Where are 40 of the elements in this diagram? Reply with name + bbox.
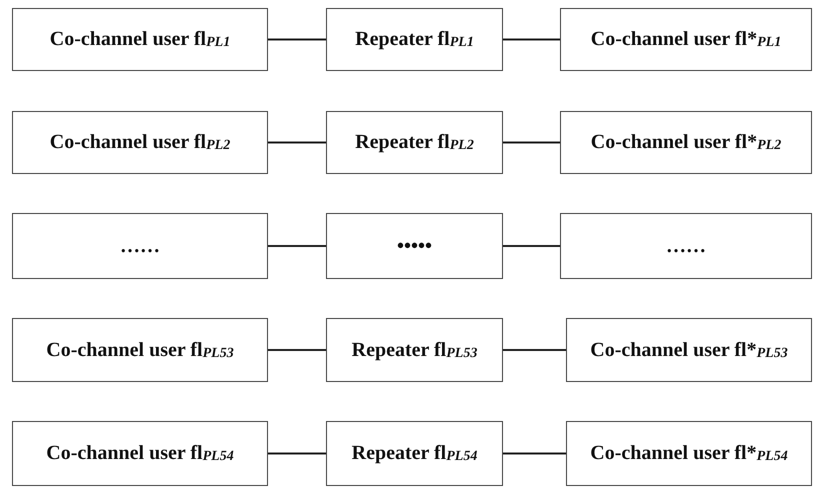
box-label: Co-channel user fl$_{PL53}$ — [46, 338, 234, 362]
connector-line — [268, 38, 326, 40]
box-label: Co-channel user fl$_{PL2}$ — [50, 131, 230, 154]
process-box — [560, 213, 812, 279]
box-label: Repeater fl$_{PL1}$ — [355, 28, 474, 51]
box-label: Co-channel user fl$_{PL1}$ — [50, 28, 230, 51]
connector-line — [503, 452, 566, 454]
process-box — [566, 421, 812, 486]
box-label: Co-channel user fl*$_{PL53}$ — [590, 338, 788, 362]
connector-line — [268, 245, 326, 247]
connector-line — [268, 349, 326, 351]
process-box — [566, 318, 812, 382]
process-box — [12, 318, 268, 382]
connector-line — [268, 452, 326, 454]
connector-line — [503, 38, 560, 40]
process-box — [326, 8, 503, 71]
process-box — [326, 318, 503, 382]
box-label: Repeater fl$_{PL2}$ — [355, 131, 474, 154]
process-box — [12, 421, 268, 486]
box-label: Co-channel user fl$_{PL54}$ — [46, 442, 234, 465]
box-label: Co-channel user fl*$_{PL2}$ — [590, 131, 782, 154]
process-box — [560, 8, 812, 71]
connector-line — [503, 245, 560, 247]
process-box — [560, 111, 812, 174]
box-label: ••••• — [396, 234, 432, 258]
box-label: …… — [666, 234, 706, 258]
process-box — [12, 213, 268, 279]
connector-line — [503, 349, 566, 351]
box-label: …… — [120, 234, 160, 258]
box-label: Repeater fl$_{PL53}$ — [352, 338, 478, 362]
process-box — [326, 421, 503, 486]
connector-line — [268, 142, 326, 144]
process-box — [12, 111, 268, 174]
box-label: Co-channel user fl*$_{PL54}$ — [590, 442, 788, 465]
process-box — [326, 111, 503, 174]
process-box — [12, 8, 268, 71]
process-box — [326, 213, 503, 279]
connector-line — [503, 142, 560, 144]
box-label: Repeater fl$_{PL54}$ — [352, 442, 478, 465]
box-label: Co-channel user fl*$_{PL1}$ — [590, 28, 782, 51]
